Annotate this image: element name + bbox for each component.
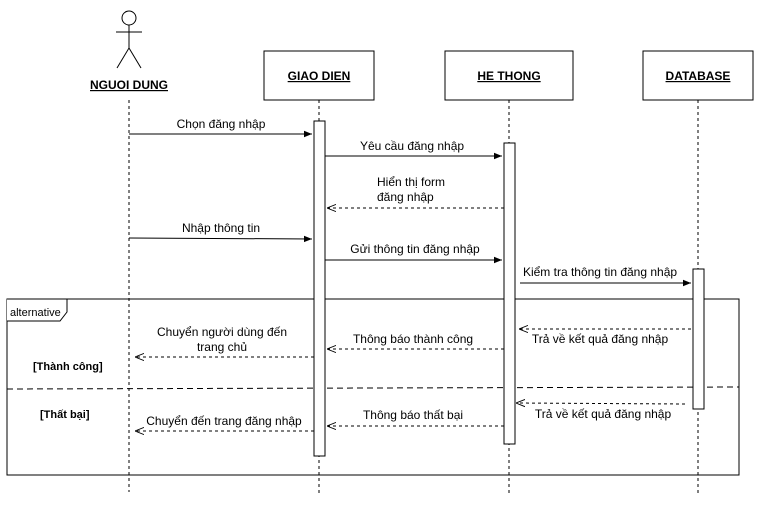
alt-fragment-label: alternative [10,307,61,319]
msg-redirect-login-label: Chuyển đến trang đăng nhập [146,414,302,428]
actor-figure [116,10,142,69]
msg-enter-info-arrow [128,235,313,243]
msg-notify-fail-label: Thông báo thất bại [363,408,463,422]
msg-return-result-2-label: Trả về kết quả đăng nhập [535,407,672,421]
participant-label-system: HE THONG [477,69,540,83]
msg-return-result-1-label: Trả về kết quả đăng nhập [532,332,669,346]
participant-box-system [444,50,574,101]
activation-ui [313,120,326,457]
activation-db [692,268,705,410]
msg-show-form-label-1: Hiển thị form [377,175,445,189]
msg-choose-login-label: Chọn đăng nhập [177,117,266,131]
msg-redirect-home-label-2: trang chủ [197,340,247,354]
alt-fragment-tab [7,298,68,322]
participant-box-db [642,50,754,101]
msg-redirect-home-label-1: Chuyển người dùng đến [157,325,287,339]
msg-send-info-label: Gửi thông tin đăng nhập [350,242,480,256]
alt-separator [6,386,740,390]
guard-fail: [Thất bại] [40,409,90,421]
msg-request-login-label: Yêu cầu đăng nhập [360,139,464,153]
participant-box-ui [263,50,375,101]
msg-check-info-label: Kiểm tra thông tin đăng nhập [523,265,677,279]
msg-return-result-2-arrow [516,403,686,404]
msg-notify-success-label: Thông báo thành công [353,332,473,346]
guard-success: [Thành công] [33,361,103,373]
msg-enter-info-label: Nhập thông tin [182,221,260,235]
lifelines [128,100,699,496]
activation-system [503,142,516,445]
participant-label-ui: GIAO DIEN [288,69,351,83]
participant-label-db: DATABASE [666,69,731,83]
msg-show-form-label-2: đăng nhập [377,190,434,204]
actor-label: NGUOI DUNG [90,78,168,92]
